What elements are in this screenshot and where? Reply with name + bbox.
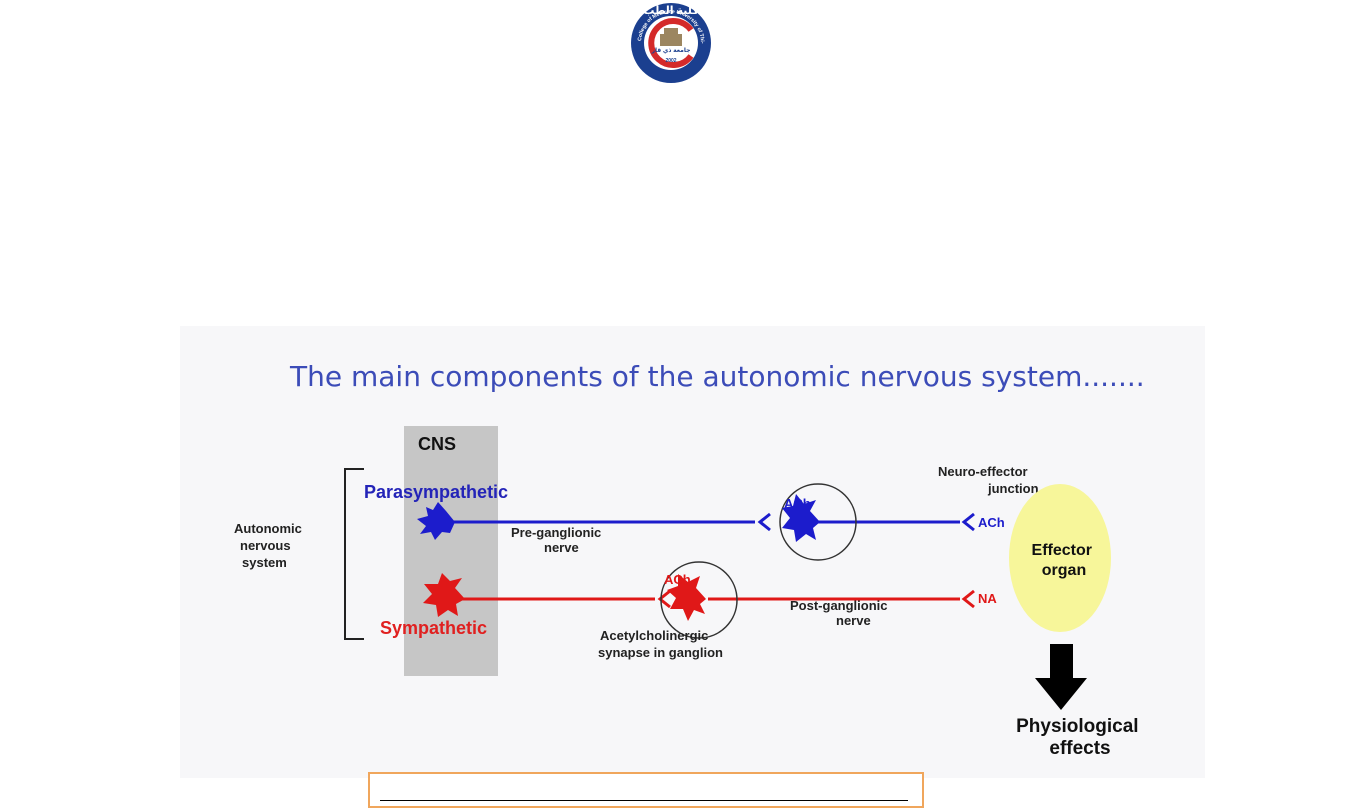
ans-diagram: The main components of the autonomic ner…: [234, 360, 1145, 759]
junction-ach-label: ACh: [978, 515, 1005, 530]
pre-ganglionic-label: Pre-ganglionic nerve: [511, 525, 605, 555]
autonomic-bracket: [344, 468, 364, 640]
parasympathetic-ganglion-terminal: [757, 512, 771, 532]
autonomic-label: Autonomic nervous system: [234, 521, 306, 570]
effector-organ: [1009, 484, 1111, 632]
parasympathetic-ganglion-circle: [779, 483, 857, 561]
sympathetic-label: Sympathetic: [380, 618, 487, 638]
sympathetic-ganglion-circle: [660, 561, 738, 639]
college-logo: كلية الطب جامعة ذي قار 2002 College of M…: [612, 0, 711, 83]
cns-bar: [404, 426, 498, 676]
cns-label: CNS: [418, 434, 456, 454]
parasympathetic-ganglion-neuron-icon: [782, 494, 820, 542]
sympathetic-ganglion-neuron-icon: [667, 574, 706, 621]
logo-year: 2002: [665, 58, 676, 64]
physiological-effects-label: Physiological effects: [1016, 716, 1144, 759]
caption-underline: [380, 800, 908, 801]
sympathetic-cns-neuron-icon: [423, 573, 465, 617]
parasympathetic-junction-terminal: [961, 512, 975, 532]
sympathetic-junction-terminal: [961, 589, 975, 609]
junction-na-label: NA: [978, 591, 997, 606]
logo-crescent-icon: [648, 18, 694, 68]
ganglion-ach-label-bottom: ACh: [664, 572, 691, 587]
effector-organ-label: Effector organ: [1032, 542, 1097, 579]
ans-figure: The main components of the autonomic ner…: [180, 326, 1205, 778]
logo-ziggurat-icon: [660, 34, 682, 46]
sympathetic-ganglion-terminal: [657, 589, 671, 609]
caption-box: [368, 772, 924, 808]
parasympathetic-cns-neuron-icon: [417, 502, 455, 540]
down-arrow-icon: [1035, 644, 1087, 710]
ganglion-ach-label-top: ACh: [784, 496, 811, 511]
acetylcholinergic-label: Acetylcholinergic synapse in ganglion: [598, 628, 723, 660]
logo-arabic-title: كلية الطب: [643, 5, 699, 17]
figure-title: The main components of the autonomic ner…: [289, 360, 1145, 393]
logo-arabic-university: جامعة ذي قار: [651, 47, 691, 54]
post-ganglionic-label: Post-ganglionic nerve: [790, 598, 891, 628]
parasympathetic-label: Parasympathetic: [364, 482, 508, 502]
neuro-effector-label: Neuro-effector junction: [938, 464, 1039, 496]
